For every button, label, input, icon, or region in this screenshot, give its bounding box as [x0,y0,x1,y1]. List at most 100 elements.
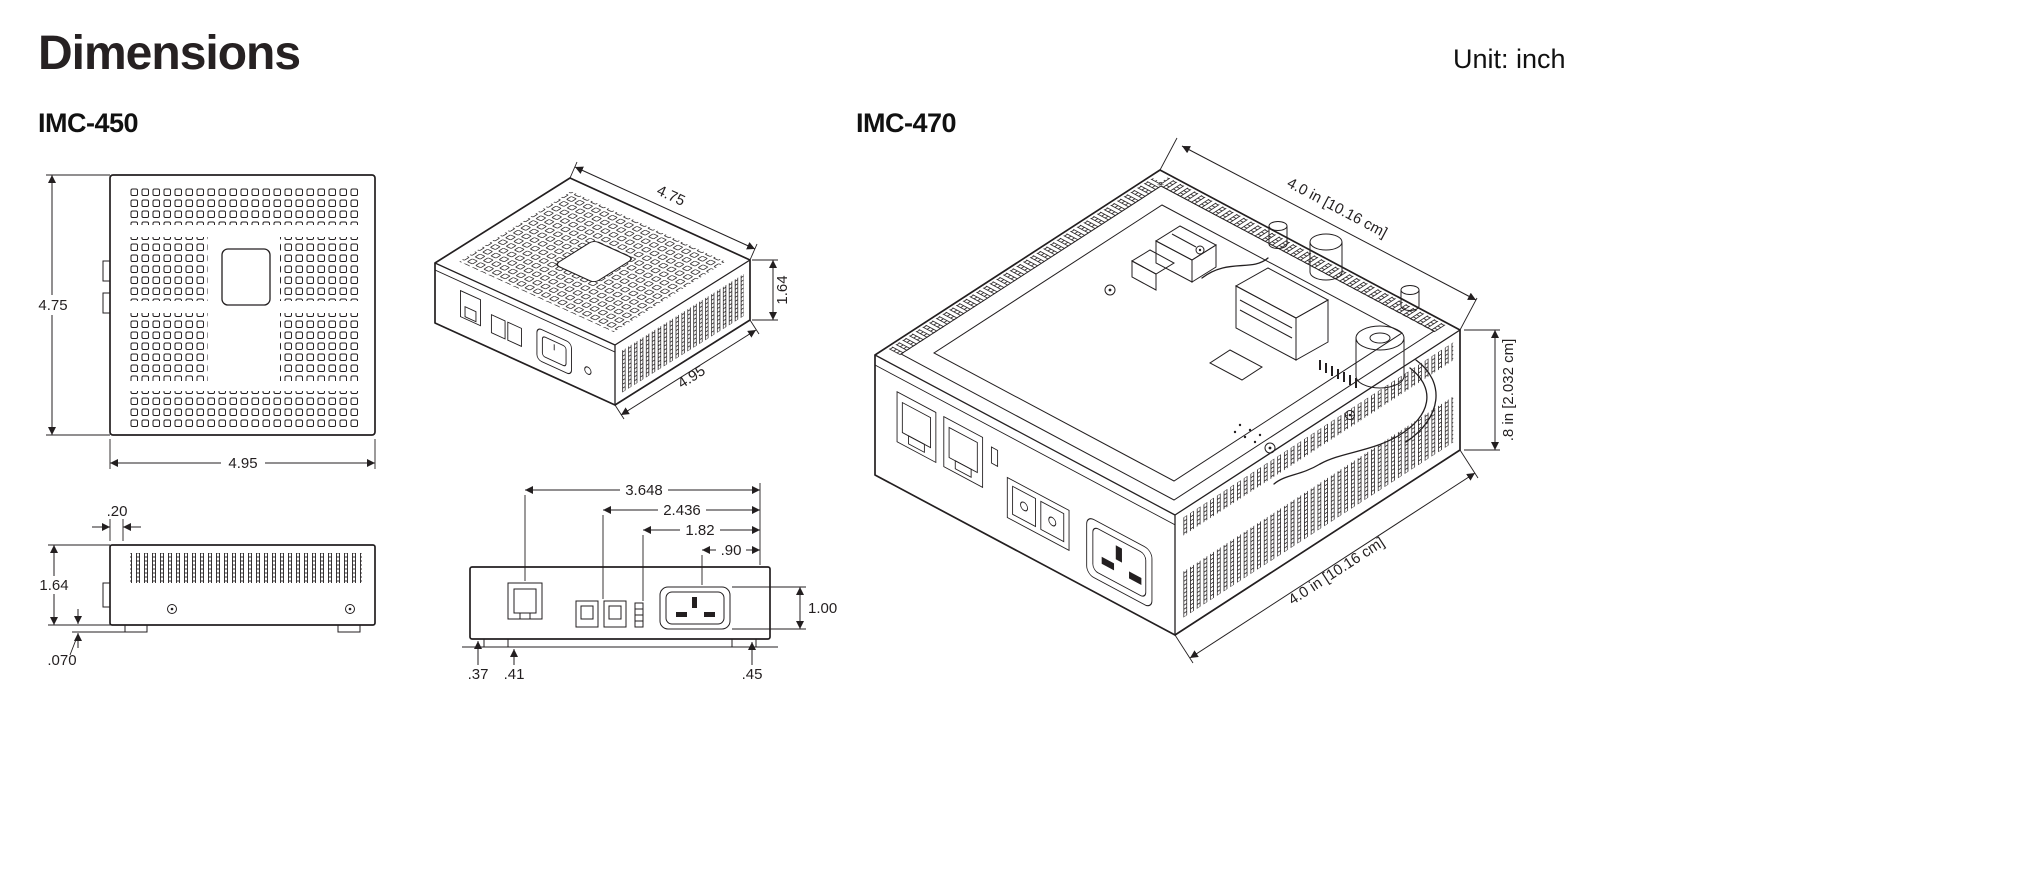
power-inlet [1086,518,1153,607]
fiber-port [575,600,599,628]
dim-090: .90 [701,541,760,585]
vent-slots [130,553,362,583]
dim-width-495: 4.95 [109,439,376,473]
rj45-port [507,582,543,620]
screw-center [348,607,352,611]
dim-3648: 3.648 [524,481,761,581]
port-face [875,364,1175,607]
mount-clip [102,292,111,314]
dim-value: .90 [721,542,742,559]
dim-value: .20 [107,505,128,520]
dim-top-40in: 4.0 in [10.16 cm] [1159,137,1478,331]
pcb [933,204,1403,482]
rj45-port [896,391,937,464]
power-pin [704,612,715,617]
status-slot [990,446,999,468]
transformer [1234,267,1330,361]
dim-value: 1.64 [39,577,68,594]
dim-label-bg [716,541,746,559]
fiber-port [507,321,522,348]
dim-height-164: 1.64 [36,544,110,626]
dim-clip-offset-020: .20 [92,505,141,541]
dim-value: 4.95 [228,455,257,472]
dim-value: 1.82 [685,522,714,539]
foot [337,624,361,633]
mount-clip [102,582,111,608]
fiber-port [490,313,506,340]
dim-foot-height-070: .070 [47,609,125,669]
connector-block [1130,249,1176,291]
dim-037: .37 [468,641,489,683]
rj45-notch [464,305,477,323]
dim-height-08in: .8 in [2.032 cm] [1464,329,1517,451]
dim-value: 4.0 in [10.16 cm] [1285,534,1387,609]
fiber-port [603,600,627,628]
rj45-notch [519,612,531,620]
rear-view-body [462,566,778,648]
page-title: Dimensions [38,27,301,80]
screw [167,604,177,614]
rj45-port [460,289,481,327]
power-inlet-recess [665,591,725,625]
dim-label-bg [658,501,706,519]
imc470-chassis [874,169,1461,636]
dim-value: 1.64 [774,275,791,304]
rj45-recess [513,588,537,614]
imc450-rear-view: 3.648 2.436 1.82 .90 .37 .41 [462,481,837,683]
dim-label-bg [221,453,265,473]
perforation-pattern [128,187,360,427]
dim-value: .8 in [2.032 cm] [1500,339,1517,442]
dim-value: .45 [742,666,763,683]
dim-value: 2.436 [663,502,701,519]
pin-header [1319,360,1357,388]
dim-value: .070 [47,652,76,669]
fiber-recess [580,605,594,620]
chassis-edges [874,329,1461,636]
power-inlet [659,586,731,630]
rim-vent-band [887,177,1165,356]
dim-height-475: 4.75 [34,174,110,436]
inner-rim [900,185,1435,501]
side-view-body [102,544,376,633]
dim-045: .45 [742,642,763,683]
power-pin [692,597,697,608]
imc450-top-view: 4.75 4.95 [34,174,376,473]
dim-100: 1.00 [732,586,837,630]
mount-clip [102,260,111,282]
dim-depth-475: 4.75 [569,161,758,261]
power-pin [676,612,687,617]
dim-label-bg [36,576,73,594]
dim-2436: 2.436 [602,501,760,599]
screw-center [170,607,174,611]
screw [345,604,355,614]
screw [584,366,592,375]
port-face [435,269,616,375]
screws [1104,245,1355,454]
chassis-outline [469,566,771,640]
power-inlet-recess [541,336,567,367]
unit-label: Unit: inch [1453,44,1566,74]
dim-041: .41 [504,649,524,683]
dim-value: 3.648 [625,482,663,499]
dim-value: 1.00 [808,600,837,617]
imc450-iso-view: 4.75 1.64 4.95 [434,161,791,420]
connector-block [1154,225,1218,283]
imc470-iso-view: 4.0 in [10.16 cm] .8 in [2.032 cm] 4.0 i… [874,137,1517,664]
dim-value: .37 [468,666,489,683]
fiber-recess [608,605,622,620]
model-label-imc470: IMC-470 [856,108,957,138]
foot [483,638,509,648]
solder-dots [1233,423,1262,444]
label-area [221,248,271,306]
dim-label-bg [680,521,720,539]
dim-182: 1.82 [642,521,760,601]
chassis-edges [434,259,751,406]
foot [124,624,148,633]
ic-chip [1209,349,1263,381]
fiber-duplex-port [1006,476,1070,552]
imc450-side-view: .20 1.64 .070 [36,505,376,669]
dim-label-bg [620,481,668,499]
top-view-body [102,174,376,436]
capacitor [1355,325,1405,389]
